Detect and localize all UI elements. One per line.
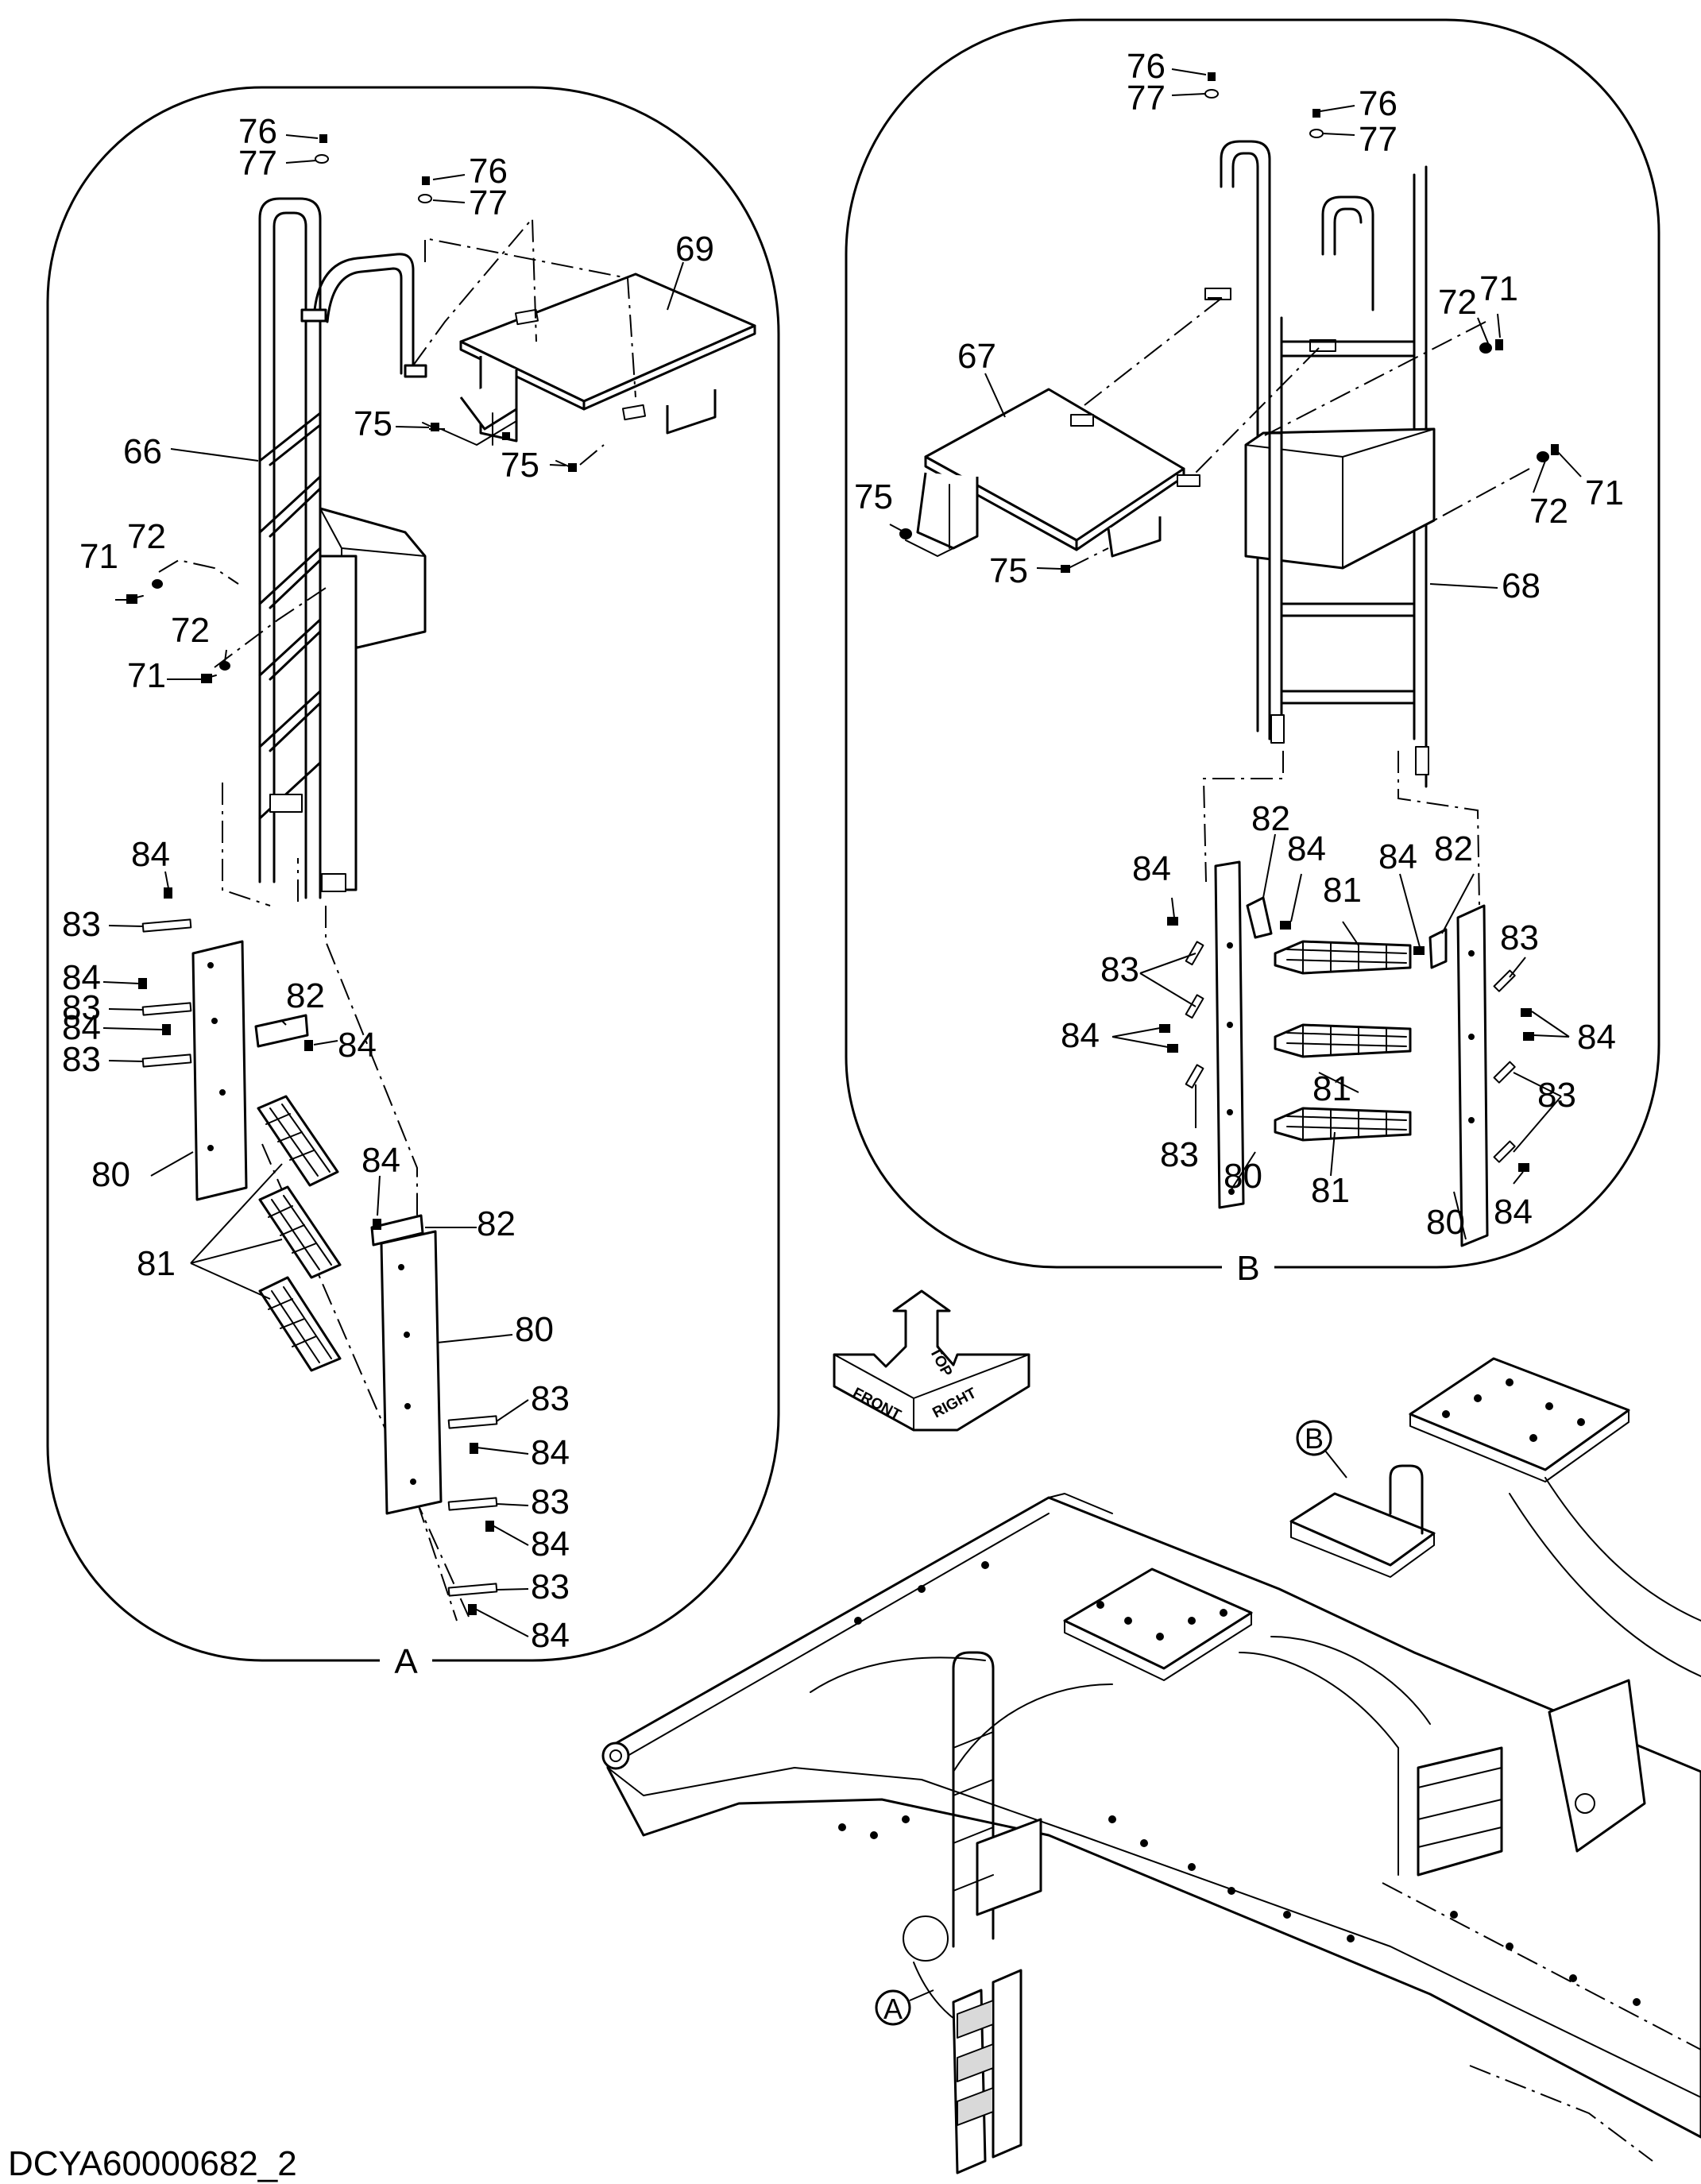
callout-83: 83 xyxy=(1160,1135,1199,1174)
callout-84: 84 xyxy=(1577,1018,1616,1057)
callout-81: 81 xyxy=(1323,871,1362,910)
callout-72: 72 xyxy=(171,611,210,650)
detail-b-letter: B xyxy=(1236,1249,1259,1288)
callout-84: 84 xyxy=(531,1433,570,1472)
detail-a-view: A xyxy=(46,86,780,1681)
leaders-a xyxy=(102,134,684,1637)
callout-83: 83 xyxy=(62,988,101,1027)
callout-75: 75 xyxy=(501,446,539,485)
callout-71: 71 xyxy=(1585,474,1624,512)
callouts-b: 76 77 76 77 72 71 67 75 75 72 71 68 82 8… xyxy=(854,47,1624,1242)
detail-a-border xyxy=(46,86,780,1662)
callout-80: 80 xyxy=(1224,1157,1262,1196)
callout-67: 67 xyxy=(957,337,996,376)
assembly-line xyxy=(1191,347,1320,477)
assembly-line xyxy=(416,1501,458,1622)
handrail-68 xyxy=(1204,140,1436,788)
callouts-a: 76 77 76 77 69 75 75 66 72 71 72 71 84 8… xyxy=(62,112,714,1655)
assembly-line xyxy=(214,587,327,668)
callout-83: 83 xyxy=(531,1482,570,1521)
marker-a-letter: A xyxy=(883,1993,903,2025)
callout-84: 84 xyxy=(531,1616,570,1655)
callout-83: 83 xyxy=(531,1567,570,1606)
drawing-code: DCYA60000682_2 xyxy=(8,2144,297,2183)
leaders-b xyxy=(889,68,1582,1240)
callout-80: 80 xyxy=(1426,1203,1465,1242)
bolts-upper-a xyxy=(126,134,577,683)
callout-82: 82 xyxy=(1434,829,1473,868)
callout-83: 83 xyxy=(531,1379,570,1418)
callout-76: 76 xyxy=(238,112,277,151)
assembly-line xyxy=(1202,751,1284,883)
callout-82: 82 xyxy=(1251,799,1290,838)
callout-81: 81 xyxy=(1312,1069,1351,1108)
callout-84: 84 xyxy=(62,1008,101,1047)
assembly-line xyxy=(412,216,537,366)
callout-72: 72 xyxy=(1529,492,1568,531)
platform-69 xyxy=(440,273,756,446)
callout-76: 76 xyxy=(1127,47,1166,86)
callout-75: 75 xyxy=(989,551,1028,590)
callout-72: 72 xyxy=(1438,283,1477,322)
callout-84: 84 xyxy=(361,1141,400,1180)
callout-68: 68 xyxy=(1502,566,1541,605)
callout-82: 82 xyxy=(286,976,325,1015)
callout-84: 84 xyxy=(1287,829,1326,868)
assembly-line xyxy=(1264,321,1486,436)
callout-84: 84 xyxy=(1378,837,1417,876)
callout-66: 66 xyxy=(123,432,162,471)
callout-84: 84 xyxy=(531,1525,570,1564)
assembly-line xyxy=(158,559,239,585)
callout-82: 82 xyxy=(477,1204,516,1243)
callout-84: 84 xyxy=(1494,1193,1533,1231)
platform-67 xyxy=(899,388,1200,558)
view-marker-a: A xyxy=(875,1989,934,2026)
callout-77: 77 xyxy=(1127,79,1166,118)
callout-84: 84 xyxy=(131,835,170,874)
view-marker-b: B xyxy=(1296,1420,1347,1479)
callout-83: 83 xyxy=(1500,918,1539,957)
callout-71: 71 xyxy=(1479,269,1518,308)
step-assembly-a xyxy=(138,887,498,1615)
callout-77: 77 xyxy=(238,144,277,183)
machine-frame xyxy=(601,1357,1701,2174)
assembly-line xyxy=(1398,751,1480,906)
callout-83: 83 xyxy=(1100,950,1139,989)
callout-69: 69 xyxy=(675,230,714,269)
callout-84: 84 xyxy=(1132,849,1171,888)
callout-84: 84 xyxy=(1061,1016,1100,1055)
callout-75: 75 xyxy=(854,477,893,516)
detail-a-letter: A xyxy=(394,1642,418,1681)
detail-b-view: B xyxy=(845,18,1660,1288)
callout-71: 71 xyxy=(79,537,118,576)
callout-75: 75 xyxy=(354,404,392,443)
callout-83: 83 xyxy=(62,1040,101,1079)
assembly-line xyxy=(1084,297,1223,406)
orientation-symbol: FRONT RIGHT TOP xyxy=(833,1289,1030,1432)
callout-83: 83 xyxy=(1537,1076,1576,1115)
handrail-66 xyxy=(258,197,427,899)
callout-84: 84 xyxy=(62,958,101,997)
assembly-line xyxy=(325,906,418,1223)
assembly-line xyxy=(579,444,605,466)
callout-76: 76 xyxy=(469,152,508,191)
callout-81: 81 xyxy=(1311,1171,1350,1210)
callout-84: 84 xyxy=(338,1026,377,1065)
marker-b-letter: B xyxy=(1305,1422,1324,1455)
assembly-line xyxy=(1068,547,1109,569)
assembly-line xyxy=(1433,468,1530,521)
callout-80: 80 xyxy=(515,1310,554,1349)
callout-77: 77 xyxy=(1359,120,1398,159)
assembly-line xyxy=(222,783,299,906)
callout-81: 81 xyxy=(137,1244,176,1283)
callout-80: 80 xyxy=(91,1155,130,1194)
callout-71: 71 xyxy=(127,656,166,695)
callout-77: 77 xyxy=(469,184,508,222)
step-assembly-b xyxy=(1159,860,1534,1247)
callout-83: 83 xyxy=(62,905,101,944)
assembly-line xyxy=(424,237,636,398)
callout-72: 72 xyxy=(127,517,166,556)
callout-76: 76 xyxy=(1359,84,1398,123)
